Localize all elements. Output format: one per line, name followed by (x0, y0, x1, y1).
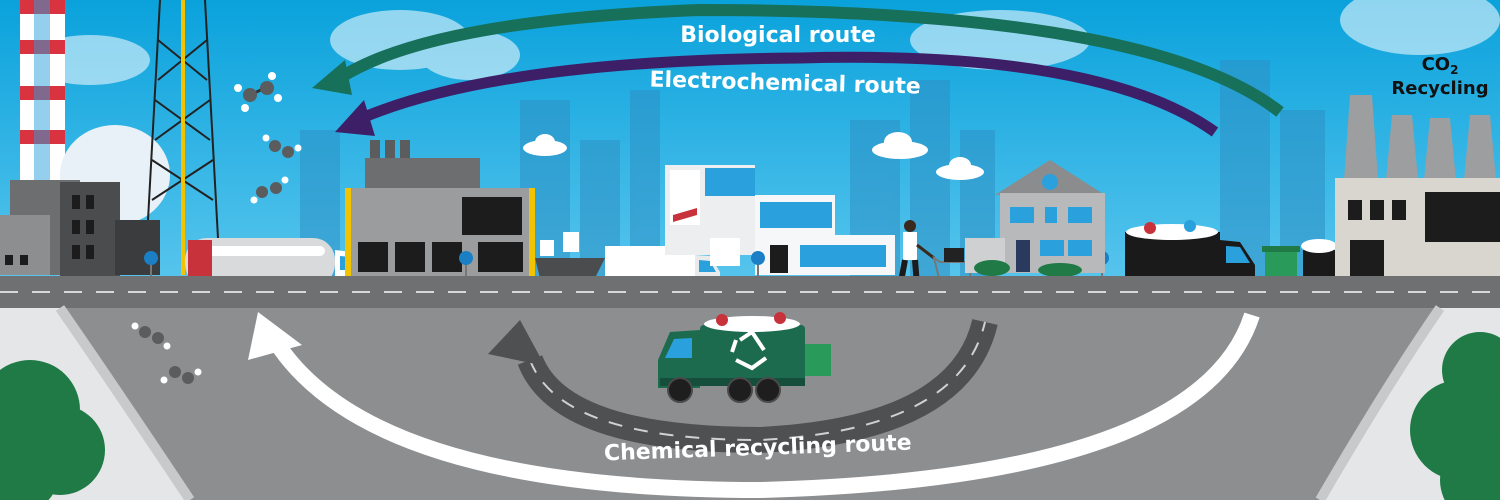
electrochemical-route-arrow (359, 51, 1219, 137)
house-icon (965, 160, 1105, 277)
co2-recycling-plant (1335, 95, 1500, 278)
tree-left (0, 360, 105, 500)
molecule-icon (131, 322, 171, 350)
industrial-plant (0, 0, 221, 277)
factory-icon (345, 140, 535, 278)
biological-route-label: Biological route (680, 23, 876, 48)
molecule-icon (160, 366, 202, 384)
tree-right (1410, 332, 1500, 500)
molecule-icon (234, 72, 282, 112)
supermarket-building (665, 165, 895, 275)
recycling-icon (730, 329, 768, 371)
biological-route-arrow (336, 3, 1284, 117)
textile-container (535, 232, 605, 278)
inner-loop-arrowhead (488, 320, 545, 366)
chemical-route-arrow (273, 312, 1260, 499)
cloud-icon (523, 132, 984, 180)
molecule-icon (250, 176, 289, 204)
molecule-icon (262, 134, 302, 158)
co2-label-prefix: CO (1422, 54, 1451, 75)
recycling-truck-icon (658, 312, 831, 403)
co2-recycling-label: Recycling (1391, 78, 1488, 99)
co2-label: CO2 (1422, 54, 1459, 77)
co2-label-subscript: 2 (1450, 63, 1458, 77)
